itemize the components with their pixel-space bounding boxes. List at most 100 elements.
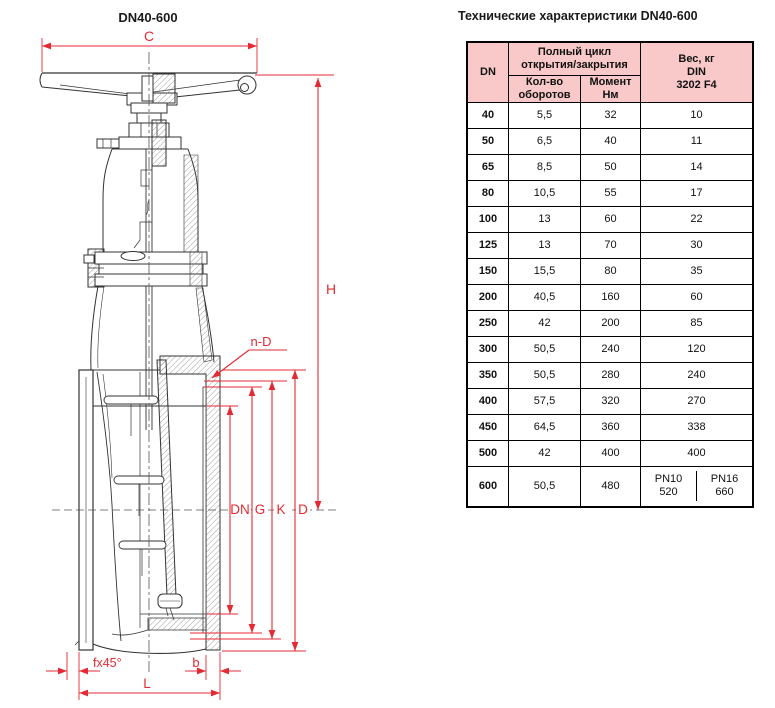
- dim-label-b: b: [192, 655, 199, 670]
- centerlines: [52, 52, 336, 672]
- table-title: Технические характеристики DN40-600: [458, 9, 698, 23]
- header-cycle-group: Полный цикл открытия/закрытия: [508, 41, 641, 76]
- torque-cell: 200: [580, 309, 641, 337]
- weight-cell-split: PN10 520 PN16 660: [640, 465, 754, 508]
- table-header-row-1: DN Полный цикл открытия/закрытия Вес, кг…: [466, 41, 754, 103]
- dim-label-nd: n-D: [251, 334, 272, 349]
- turns-cell: 6,5: [508, 127, 581, 155]
- dim-label-f: fx45°: [93, 656, 122, 670]
- weight-cell: 14: [640, 153, 754, 181]
- table-row: 600 50,5 480 PN10 520 PN16 660: [466, 465, 754, 508]
- valve-diagram: C H n-D DN G K D fx45° b L: [39, 28, 336, 700]
- dim-label-g: G: [255, 502, 266, 517]
- weight-cell: 120: [640, 335, 754, 363]
- dim-label-d: D: [298, 502, 308, 517]
- torque-cell: 280: [580, 361, 641, 389]
- pn16-label: PN16: [710, 473, 739, 486]
- dn-cell: 150: [466, 257, 509, 285]
- turns-cell: 64,5: [508, 413, 581, 441]
- torque-cell: 40: [580, 127, 641, 155]
- valve-linework: [39, 72, 257, 654]
- torque-cell: 55: [580, 179, 641, 207]
- dn-cell: 600: [466, 465, 509, 508]
- weight-pn16: PN16 660: [697, 471, 752, 501]
- torque-cell: 160: [580, 283, 641, 311]
- torque-cell: 80: [580, 257, 641, 285]
- header-turns: Кол-во оборотов: [508, 74, 581, 103]
- turns-cell: 15,5: [508, 257, 581, 285]
- spec-table: DN Полный цикл открытия/закрытия Вес, кг…: [466, 41, 754, 508]
- dn-cell: 65: [466, 153, 509, 181]
- weight-cell: 60: [640, 283, 754, 311]
- turns-cell: 57,5: [508, 387, 581, 415]
- weight-cell: 240: [640, 361, 754, 389]
- turns-cell: 10,5: [508, 179, 581, 207]
- turns-cell: 42: [508, 309, 581, 337]
- dimension-lines: [41, 38, 334, 700]
- header-weight-line1: Вес, кг: [678, 52, 715, 65]
- dn-cell: 400: [466, 387, 509, 415]
- turns-cell: 8,5: [508, 153, 581, 181]
- pn10-label: PN10: [654, 473, 683, 486]
- turns-cell: 50,5: [508, 361, 581, 389]
- turns-cell: 42: [508, 439, 581, 467]
- dim-label-h: H: [326, 281, 336, 297]
- torque-cell: 240: [580, 335, 641, 363]
- pn10-value: 520: [659, 486, 678, 499]
- dn-cell: 500: [466, 439, 509, 467]
- header-weight: Вес, кг DIN 3202 F4: [640, 41, 754, 103]
- weight-cell: 11: [640, 127, 754, 155]
- torque-cell: 32: [580, 101, 641, 129]
- turns-cell: 50,5: [508, 465, 581, 508]
- table-header-row-2: Кол-во оборотов Момент Нм: [467, 74, 753, 103]
- turns-cell: 13: [508, 205, 581, 233]
- dn-cell: 250: [466, 309, 509, 337]
- weight-cell: 17: [640, 179, 754, 207]
- torque-cell: 480: [580, 465, 641, 508]
- dn-cell: 200: [466, 283, 509, 311]
- dn-cell: 350: [466, 361, 509, 389]
- dn-cell: 300: [466, 335, 509, 363]
- weight-cell: 338: [640, 413, 754, 441]
- header-dn: DN: [466, 41, 509, 103]
- weight-cell: 270: [640, 387, 754, 415]
- dim-label-k: K: [276, 502, 285, 517]
- torque-cell: 60: [580, 205, 641, 233]
- header-weight-line2: DIN: [687, 65, 706, 78]
- weight-cell: 22: [640, 205, 754, 233]
- dim-label-c: C: [144, 28, 154, 44]
- dn-cell: 100: [466, 205, 509, 233]
- header-torque: Момент Нм: [580, 74, 641, 103]
- dn-cell: 50: [466, 127, 509, 155]
- label-masks: [231, 501, 310, 518]
- turns-cell: 5,5: [508, 101, 581, 129]
- torque-cell: 400: [580, 439, 641, 467]
- dim-label-l: L: [143, 676, 151, 691]
- weight-pn10: PN10 520: [641, 471, 697, 502]
- weight-cell: 35: [640, 257, 754, 285]
- weight-cell: 10: [640, 101, 754, 129]
- dim-label-dn: DN: [230, 502, 250, 517]
- turns-cell: 13: [508, 231, 581, 259]
- torque-cell: 320: [580, 387, 641, 415]
- pn16-value: 660: [715, 486, 734, 499]
- header-weight-line3: 3202 F4: [676, 78, 717, 91]
- weight-cell: 85: [640, 309, 754, 337]
- turns-cell: 40,5: [508, 283, 581, 311]
- turns-cell: 50,5: [508, 335, 581, 363]
- dn-cell: 450: [466, 413, 509, 441]
